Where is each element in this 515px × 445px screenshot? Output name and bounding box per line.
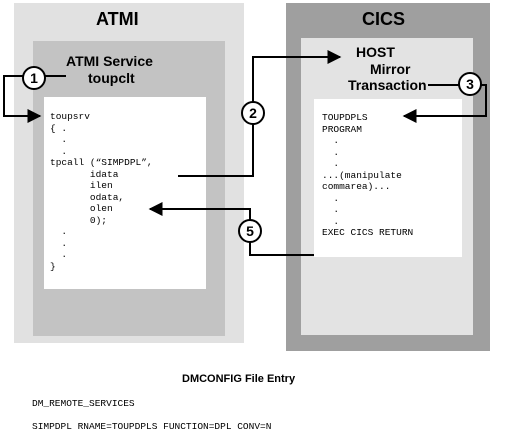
atmi-title: ATMI	[96, 9, 139, 29]
step-5-badge: 5	[238, 219, 262, 243]
step-2-badge: 2	[241, 101, 265, 125]
cics-code-panel	[314, 99, 462, 257]
dmconfig-section: DM_REMOTE_SERVICES	[32, 398, 135, 409]
atmi-code-listing: toupsrv { . . . tpcall (“SIMPDPL”, idata…	[50, 111, 153, 272]
connector-step-5	[148, 202, 314, 256]
host-label-line1: HOST	[356, 44, 395, 60]
atmi-service-title: ATMI Service	[66, 53, 153, 69]
step-1-badge: 1	[22, 66, 46, 90]
dmconfig-title: DMCONFIG File Entry	[182, 373, 296, 385]
connector-step-3	[402, 84, 487, 123]
atmi-code-panel	[44, 97, 206, 289]
host-label-line3: Transaction	[348, 77, 427, 93]
atmi-service-name: toupclt	[88, 70, 135, 86]
dmconfig-entry: SIMPDPL RNAME=TOUPDPLS FUNCTION=DPL CONV…	[32, 421, 272, 432]
cics-title: CICS	[362, 9, 406, 29]
step-3-badge: 3	[458, 72, 482, 96]
cics-code-listing: TOUPDPLS PROGRAM . . . ...(manipulate co…	[322, 112, 414, 238]
host-label-line2: Mirror	[370, 61, 411, 77]
